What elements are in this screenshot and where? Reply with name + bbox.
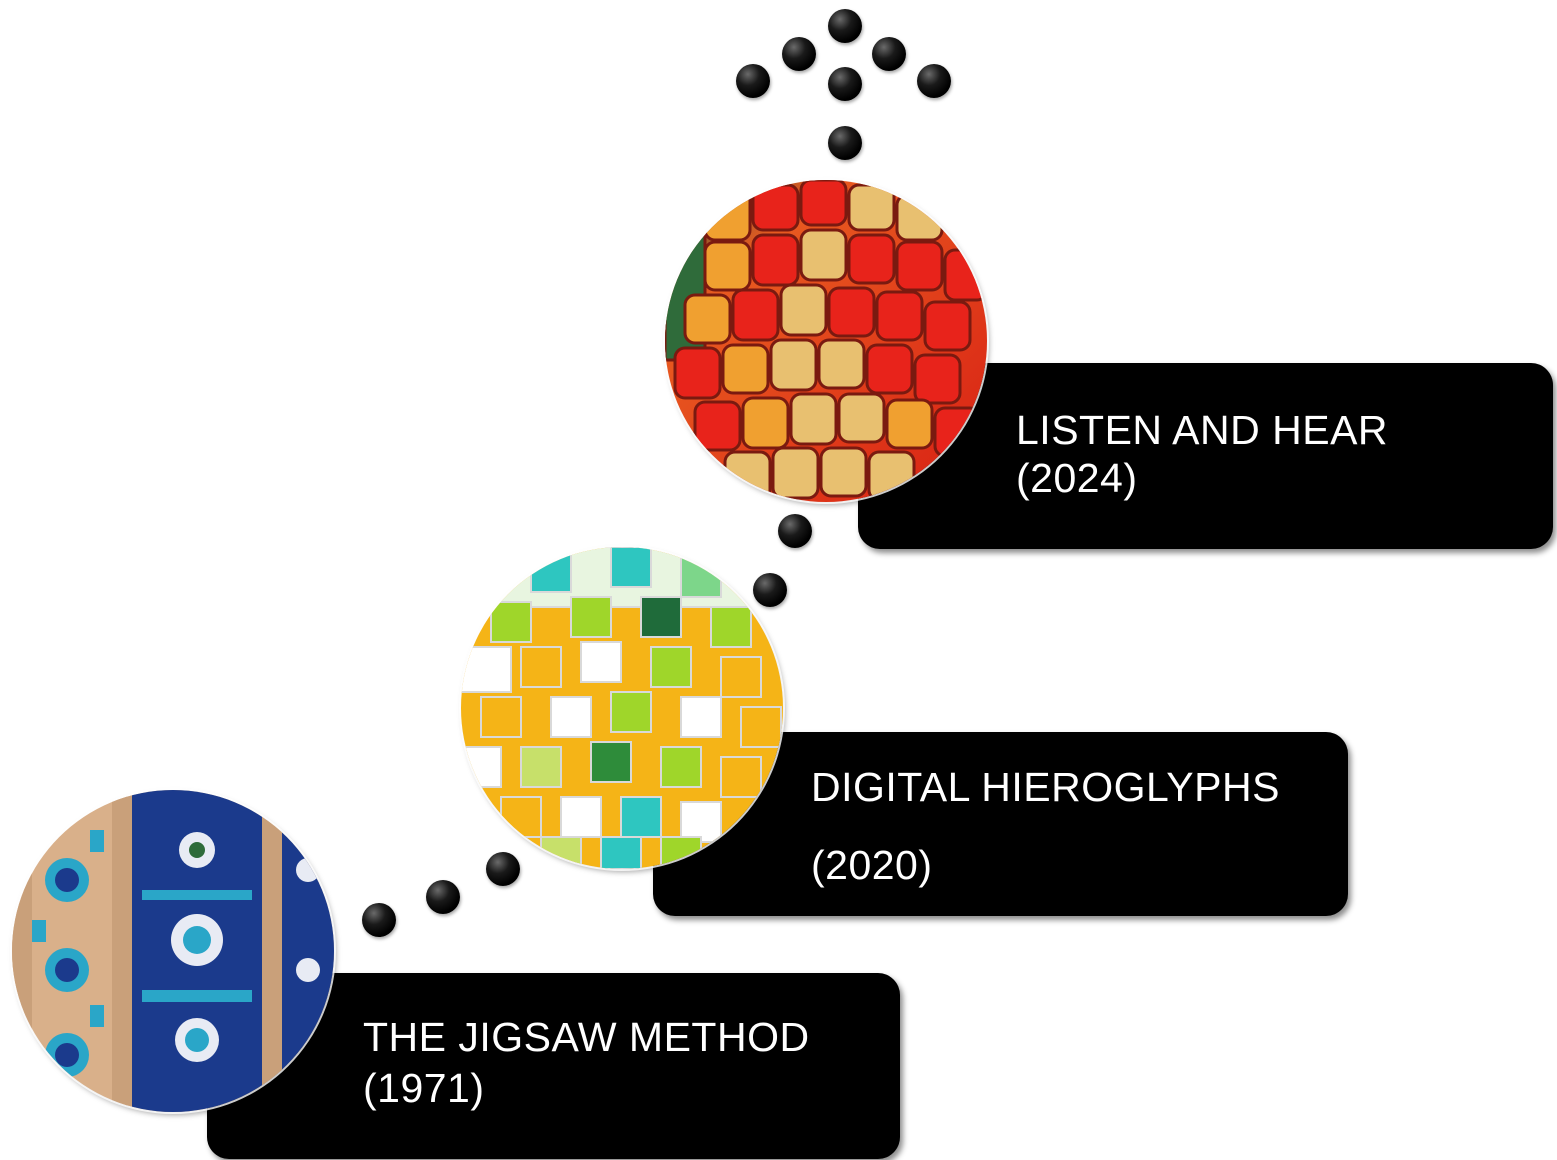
step-label: DIGITAL HIEROGLYPHS (811, 764, 1280, 810)
connector-dot (828, 67, 862, 101)
connector-dot (753, 573, 787, 607)
connector-dot (362, 903, 396, 937)
red-mosaic-image (665, 180, 987, 502)
connector-dot (736, 64, 770, 98)
connector-dot (782, 37, 816, 71)
connector-dot (486, 852, 520, 886)
connector-dot (828, 126, 862, 160)
step-year: (2020) (811, 842, 933, 888)
step-box-digital-hieroglyphs: DIGITAL HIEROGLYPHS (2020) (653, 732, 1348, 916)
step-label: THE JIGSAW METHOD (363, 1014, 810, 1060)
connector-dot (426, 880, 460, 914)
green-mosaic-image (461, 547, 783, 869)
tile-mosaic-image (12, 790, 334, 1112)
step-box-listen-and-hear: LISTEN AND HEAR (2024) (858, 363, 1553, 549)
step-label: LISTEN AND HEAR (1016, 407, 1389, 453)
connector-dot (778, 514, 812, 548)
step-year: (1971) (363, 1065, 485, 1111)
step-year: (2024) (1016, 455, 1138, 501)
connector-dot (828, 9, 862, 43)
connector-dot (917, 64, 951, 98)
connector-dot (872, 37, 906, 71)
